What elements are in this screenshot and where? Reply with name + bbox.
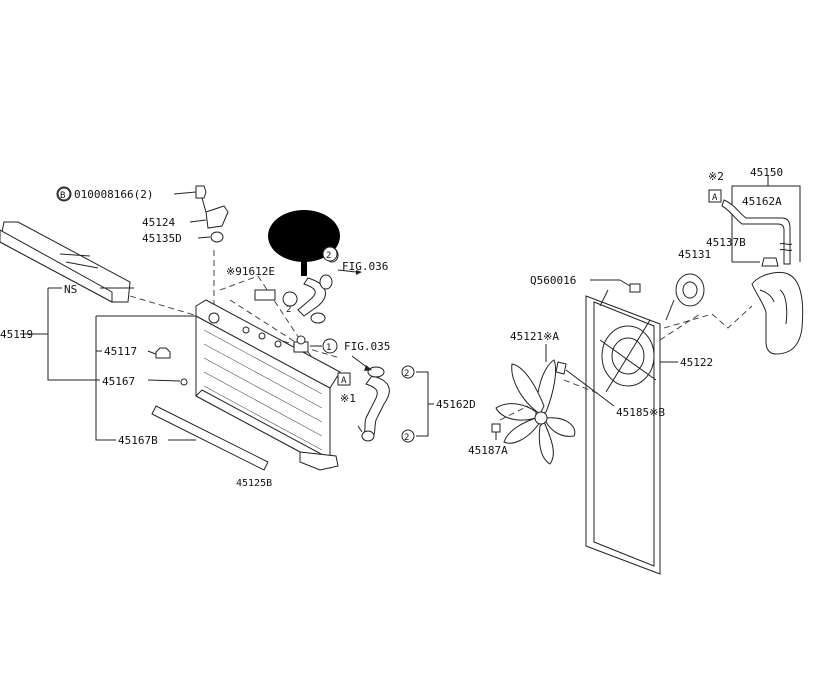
label-circle2-upper-hose: 2 bbox=[286, 305, 291, 315]
shroud-screw bbox=[619, 279, 641, 293]
label-circle1: 1 bbox=[326, 343, 331, 353]
reservoir-cap bbox=[761, 257, 779, 267]
label-fig036: FIG.036 bbox=[342, 260, 388, 273]
radiator-support-beam bbox=[0, 221, 131, 303]
label-45125b: 45125B bbox=[236, 478, 272, 489]
label-45137b: 45137B bbox=[706, 236, 746, 249]
label-ns: NS bbox=[64, 283, 77, 296]
label-45121a: 45121※A bbox=[510, 330, 559, 343]
label-q560016: Q560016 bbox=[530, 274, 576, 287]
label-45167b: 45167B bbox=[118, 434, 158, 447]
callout-bracket-45119 bbox=[20, 287, 196, 441]
reservoir-tank bbox=[751, 271, 804, 355]
label-circle2-fig036: 2 bbox=[326, 251, 331, 261]
label-45167: 45167 bbox=[102, 375, 135, 388]
label-box-a-left: A bbox=[341, 376, 347, 386]
label-circle2-bottom: 2 bbox=[404, 433, 409, 443]
radiator-label-plate bbox=[254, 289, 276, 301]
label-45117: 45117 bbox=[104, 345, 137, 358]
fan-shroud bbox=[585, 289, 661, 575]
radiator-seal-strip bbox=[151, 405, 269, 471]
label-bolt-ref: 010008166(2) bbox=[74, 188, 153, 201]
label-45185b: 45185※B bbox=[616, 406, 665, 419]
fan-fasteners bbox=[491, 361, 615, 440]
label-45187a: 45187A bbox=[468, 444, 508, 457]
label-45122: 45122 bbox=[680, 356, 713, 369]
label-45162a: 45162A bbox=[742, 195, 782, 208]
label-45131: 45131 bbox=[678, 248, 711, 261]
fan-motor bbox=[665, 273, 705, 321]
label-circle2-top: 2 bbox=[404, 369, 409, 379]
label-box-a-right: A bbox=[712, 193, 718, 203]
label-note2: ※2 bbox=[708, 170, 724, 183]
radiator-cushion-parts bbox=[155, 347, 188, 386]
label-45150: 45150 bbox=[750, 166, 783, 179]
reservoir-bracket-callout bbox=[708, 176, 801, 263]
label-note1: ※1 bbox=[340, 392, 356, 405]
label-45124: 45124 bbox=[142, 216, 175, 229]
fan-blade bbox=[495, 359, 576, 465]
callout-labels: B 010008166(2) 45124 45135D ※91612E FIG.… bbox=[0, 166, 783, 489]
overflow-hose bbox=[721, 199, 791, 265]
label-91612e: ※91612E bbox=[226, 265, 275, 278]
label-45135d: 45135D bbox=[142, 232, 182, 245]
label-45162d: 45162D bbox=[436, 398, 476, 411]
bolt-circle-letter: B bbox=[60, 191, 65, 201]
label-fig035: FIG.035 bbox=[344, 340, 390, 353]
lower-radiator-hose bbox=[351, 355, 434, 443]
radiator-core bbox=[195, 299, 341, 471]
reservoir-cap-blob bbox=[268, 210, 340, 276]
label-45119: 45119 bbox=[0, 328, 33, 341]
callout-circles-left bbox=[310, 246, 351, 386]
